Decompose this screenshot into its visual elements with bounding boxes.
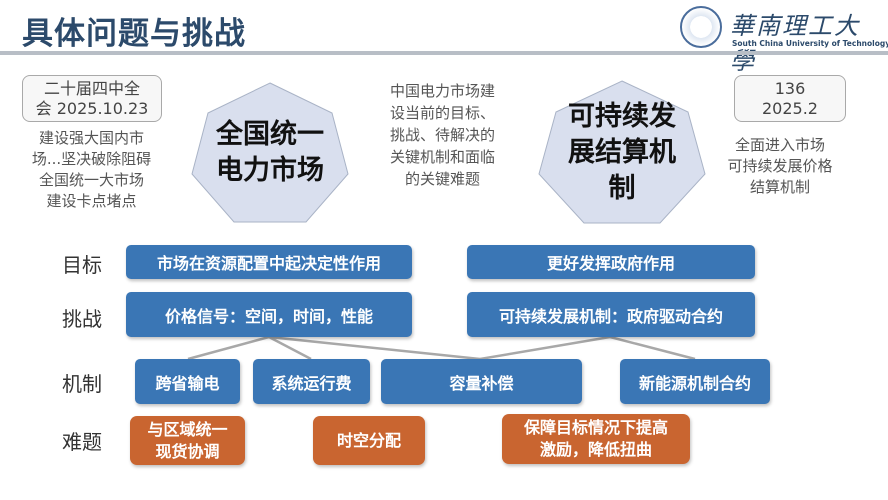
connector-line xyxy=(268,335,312,361)
university-seal-icon xyxy=(680,6,722,48)
logo-english-name: South China University of Technology xyxy=(732,39,888,48)
heptagon-text: 可持续发 xyxy=(568,100,676,132)
center-note: 中国电力市场建 设当前的目标、 挑战、待解决的 关键机制和面临 的关键难题 xyxy=(370,80,515,190)
note-line: 中国电力市场建 xyxy=(389,82,495,100)
heptagon-unified-market: 全国统一电力市场 xyxy=(190,82,350,224)
page-title: 具体问题与挑战 xyxy=(22,16,246,52)
note-line: 全国统一大市场 xyxy=(38,171,144,189)
row-label-difficulty: 难题 xyxy=(62,430,102,454)
mechanism-box: 新能源机制合约 xyxy=(620,359,770,404)
difficulty-text: 时空分配 xyxy=(336,430,401,450)
note-line: 设当前的目标、 xyxy=(389,104,495,122)
left-note: 建设强大国内市 场...坚决破除阻碍 全国统一大市场 建设卡点堵点 xyxy=(14,128,169,212)
note-line: 建设卡点堵点 xyxy=(46,192,137,210)
difficulty-text: 现货协调 xyxy=(155,441,220,461)
mechanism-box: 系统运行费 xyxy=(253,359,370,404)
difficulty-text: 激励，降低扭曲 xyxy=(539,440,652,459)
header-divider xyxy=(0,51,888,55)
date-box-line: 2025.2 xyxy=(762,99,818,118)
goal-box: 更好发挥政府作用 xyxy=(467,245,755,279)
date-box-line: 会 2025.10.23 xyxy=(35,99,149,118)
heptagon-text: 展结算机 xyxy=(568,136,676,168)
connector-line xyxy=(479,335,611,361)
note-line: 的关键难题 xyxy=(404,170,480,188)
heptagon-text: 电力市场 xyxy=(216,155,324,186)
note-line: 全面进入市场 xyxy=(734,136,825,154)
difficulty-text: 保障目标情况下提高 xyxy=(523,418,668,437)
challenge-box: 可持续发展机制：政府驱动合约 xyxy=(467,292,755,337)
date-box-line: 136 xyxy=(774,79,806,98)
note-line: 建设强大国内市 xyxy=(38,129,144,147)
note-line: 场...坚决破除阻碍 xyxy=(31,150,152,168)
right-note: 全面进入市场 可持续发展价格 结算机制 xyxy=(710,135,850,198)
left-date-box: 二十届四中全 会 2025.10.23 xyxy=(22,75,162,122)
note-line: 关键机制和面临 xyxy=(389,148,495,166)
mechanism-box: 跨省输电 xyxy=(135,359,240,404)
mechanism-box: 容量补偿 xyxy=(381,359,582,404)
heptagon-text: 制 xyxy=(608,172,636,204)
row-label-challenge: 挑战 xyxy=(62,307,102,331)
connector-line xyxy=(187,335,270,361)
date-box-line: 二十届四中全 xyxy=(43,79,140,98)
row-label-goal: 目标 xyxy=(62,253,102,277)
row-label-mechanism: 机制 xyxy=(62,372,102,396)
difficulty-text: 与区域统一 xyxy=(147,419,228,439)
difficulty-box: 保障目标情况下提高 激励，降低扭曲 xyxy=(502,414,690,464)
connector-line xyxy=(609,335,696,361)
right-date-box: 136 2025.2 xyxy=(734,75,846,122)
note-line: 可持续发展价格 xyxy=(727,157,833,175)
difficulty-box: 与区域统一 现货协调 xyxy=(130,416,245,465)
note-line: 挑战、待解决的 xyxy=(389,126,495,144)
heptagon-settlement-mechanism: 可持续发展结算机制 xyxy=(537,80,707,225)
connector-line xyxy=(268,335,481,361)
goal-box: 市场在资源配置中起决定性作用 xyxy=(126,245,412,279)
challenge-box: 价格信号：空间，时间，性能 xyxy=(126,292,412,337)
difficulty-box: 时空分配 xyxy=(313,416,425,465)
note-line: 结算机制 xyxy=(749,178,810,196)
heptagon-text: 全国统一 xyxy=(216,119,324,150)
